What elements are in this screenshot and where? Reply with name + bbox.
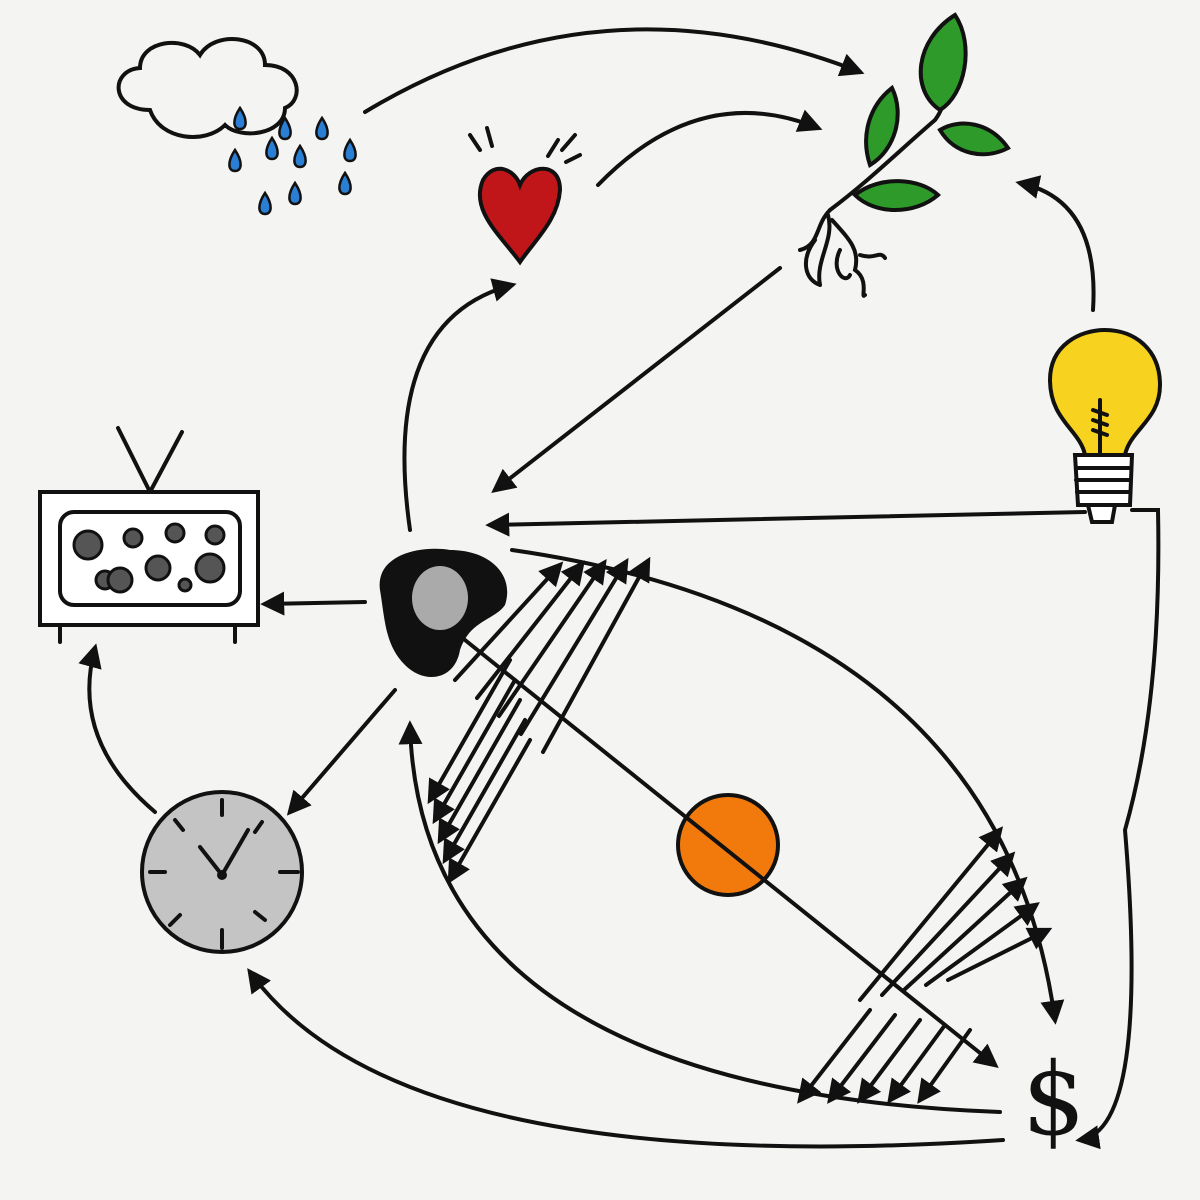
rain-cloud-icon: [116, 37, 357, 216]
lightbulb-icon: [1047, 327, 1163, 524]
hatch-arrow: [432, 678, 517, 825]
arrow-plant-to-center: [491, 266, 782, 493]
hatch-arrow: [887, 1023, 947, 1104]
arrow-clock-to-tv: [78, 643, 157, 814]
hatch-arrow: [427, 658, 512, 805]
arrow-bulb-to-plant: [1015, 175, 1096, 312]
hatch-arrow: [917, 1028, 972, 1104]
black-blob-icon: [379, 548, 508, 677]
hatch-arrow: [453, 561, 564, 682]
hatch-arrow: [541, 556, 651, 754]
hatch-arrow: [437, 698, 522, 845]
arrow-blob-to-money: [463, 638, 999, 1069]
hatch-arrow: [880, 851, 1016, 997]
arrow-money-to-blob: [398, 720, 1002, 1114]
raindrop-icon: [343, 137, 357, 163]
flow-arrows: [78, 27, 1161, 1150]
arrow-bulb-to-blob: [485, 510, 1087, 537]
hatch-arrow: [519, 557, 629, 736]
hatch-arrow: [797, 1008, 872, 1104]
clock-icon: [140, 790, 304, 954]
raindrop-icon: [293, 143, 307, 169]
hatch-arrow: [475, 560, 585, 700]
hatch-arrow: [827, 1013, 897, 1104]
raindrop-icon: [278, 115, 292, 141]
hatch-arrow: [946, 927, 1053, 982]
money-symbol: $: [1022, 1041, 1086, 1158]
arrow-bulb-to-money: [1075, 508, 1161, 1150]
hatch-arrow: [924, 902, 1040, 987]
raindrop-icon: [265, 135, 279, 161]
raindrop-icon: [338, 170, 352, 196]
raindrop-icon: [233, 105, 247, 131]
television-icon: [38, 426, 260, 644]
hatch-arrow: [858, 826, 1004, 1002]
hatch-arrow: [447, 738, 532, 885]
arrow-blob-to-clock: [286, 688, 397, 816]
arrow-cloud-to-plant: [363, 27, 865, 114]
raindrop-icon: [228, 147, 242, 173]
arrow-money-to-clock: [247, 968, 1005, 1149]
arrow-blob-to-heart: [402, 278, 517, 532]
hatch-arrow: [902, 876, 1028, 992]
hatch-arrow: [857, 1018, 922, 1104]
sprout-plant-icon: [798, 12, 1011, 298]
arrow-blob-to-tv: [260, 591, 367, 616]
hatch-arrow: [442, 718, 527, 865]
hatch-arrow: [497, 559, 607, 718]
raindrop-icon: [288, 180, 302, 206]
raindrop-icon: [258, 190, 272, 216]
heart-icon: [468, 126, 582, 266]
arrow-heart-to-plant: [596, 109, 823, 187]
raindrop-icon: [315, 115, 329, 141]
